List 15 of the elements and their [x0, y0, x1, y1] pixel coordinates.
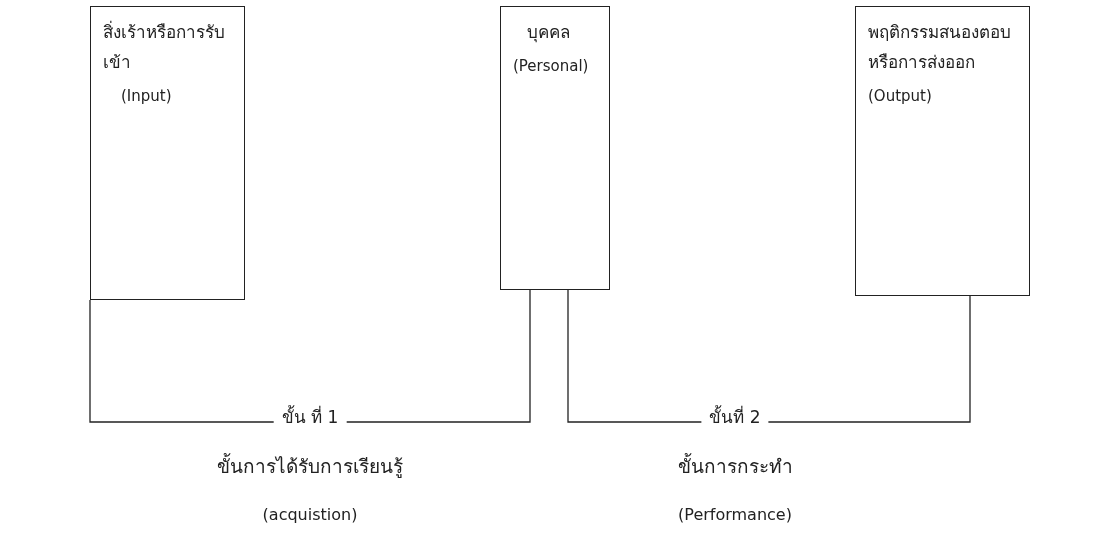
connector-line [567, 289, 971, 423]
stage-term: (Performance) [678, 504, 792, 526]
text-box [500, 6, 610, 290]
stage-label: ขั้นการกระทำ [677, 452, 793, 479]
box-title: พฤติกรรมสนองตอบหรือการส่งออก [867, 21, 1012, 74]
box-subtitle: (Output) [867, 86, 933, 107]
stage-label: ขั้นการได้รับการเรียนรู้ [217, 452, 403, 480]
text-box [90, 6, 245, 300]
box-title: บุคคล [526, 21, 571, 45]
box-subtitle: (Input) [120, 86, 173, 107]
box-subtitle: (Personal) [512, 56, 590, 77]
text-box [855, 6, 1030, 296]
connector-line [89, 289, 531, 423]
box-title: สิ่งเร้าหรือการรับเข้า [102, 19, 226, 74]
stage-term: (acquistion) [262, 504, 358, 526]
